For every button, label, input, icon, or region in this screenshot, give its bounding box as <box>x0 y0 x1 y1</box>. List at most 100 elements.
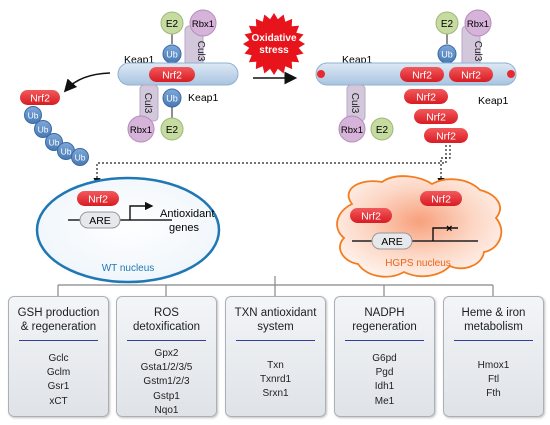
gene-item: Fth <box>486 388 501 400</box>
category-title: GSH production & regeneration <box>17 307 100 333</box>
nrf2-hgps-left <box>350 208 392 223</box>
category-title: NADPH regeneration <box>352 307 417 333</box>
ub-label-top: Ub <box>166 50 178 60</box>
gene-item: Gstm1/2/3 <box>143 376 190 388</box>
rbx1-label-right-bottom: Rbx1 <box>341 125 363 136</box>
keap1-label-bottom: Keap1 <box>188 92 219 104</box>
cul3-top-label: Cul3 <box>195 41 206 62</box>
free-nrf2-3-label: Nrf2 <box>416 92 436 104</box>
nrf2-hgps-left-label: Nrf2 <box>361 211 381 223</box>
category-divider <box>127 340 206 341</box>
gene-item: Nqo1 <box>154 404 179 416</box>
ub-chain-4-label: Ub <box>61 147 72 157</box>
category-divider <box>454 340 533 341</box>
diagram-canvas: Cul3 E2 Rbx1 Ub Keap1 Nrf2 Cul3 Ub Keap1… <box>20 9 517 296</box>
wt-nucleus: Nrf2 ARE Antioxidant genes WT nucleus <box>35 176 221 284</box>
nrf2-ubiquitinated-label: Nrf2 <box>30 93 50 105</box>
category-box-txn: TXN antioxidant system Txn Txnrd1 Srxn1 <box>225 296 326 417</box>
hgps-nucleus: Nrf2 Nrf2 ARE × HGPS nucleus <box>336 175 503 278</box>
category-box-nadph: NADPH regeneration G6pd Pgd Idh1 Me1 <box>334 296 435 417</box>
are-box-hgps <box>371 232 413 250</box>
nrf2-in-complex-label: Nrf2 <box>162 70 182 82</box>
are-label-wt: ARE <box>89 215 111 227</box>
gene-item: Gstp1 <box>153 390 180 402</box>
category-title: Heme & iron metabolism <box>461 307 526 333</box>
translocation-path-wt <box>93 145 447 186</box>
wt-nucleus-label: WT nucleus <box>102 263 155 274</box>
e2-node-bottom <box>160 117 184 141</box>
hgps-nucleus-label: HGPS nucleus <box>385 258 451 269</box>
category-title: ROS detoxification <box>132 307 201 333</box>
keap1-complex-left: Cul3 E2 Rbx1 Ub Keap1 Nrf2 Cul3 Ub Keap1… <box>117 9 239 143</box>
category-divider <box>19 340 98 341</box>
rbx1-node-bottom <box>127 115 155 143</box>
ub-chain-3 <box>45 133 63 151</box>
gene-list: Gpx2 Gsta1/2/3/5 Gstm1/2/3 Gstp1 Nqo1 <box>117 347 216 418</box>
degradation-arrow <box>63 72 111 93</box>
translocation-path-hgps <box>437 145 451 186</box>
stress-starburst-icon <box>243 13 305 75</box>
keap1-complex-right: Cul3 E2 Rbx1 Ub Keap1 Cul3 Rbx1 E2 Keap1… <box>315 9 517 143</box>
nrf2-hgps-right-label: Nrf2 <box>431 194 451 206</box>
keap1-label-right-bottom: Keap1 <box>478 95 509 107</box>
blocked-x-icon: × <box>446 223 452 235</box>
free-nrf2-1-label: Nrf2 <box>412 70 432 82</box>
category-box-heme: Heme & iron metabolism Hmox1 Ftl Fth <box>443 296 544 417</box>
gene-item: Txnrd1 <box>259 374 292 386</box>
cul3-bottom-label-right: Cul3 <box>349 93 360 114</box>
antioxidant-genes-line1: Antioxidant <box>160 208 214 220</box>
oxidized-cys-right-icon <box>507 70 515 78</box>
rbx1-label-top: Rbx1 <box>192 19 214 30</box>
free-nrf2-1 <box>400 67 444 82</box>
category-connector <box>57 276 494 296</box>
e2-label-right: E2 <box>441 19 454 30</box>
gene-item: Gpx2 <box>154 348 179 359</box>
category-box-ros: ROS detoxification Gpx2 Gsta1/2/3/5 Gstm… <box>116 296 217 417</box>
gene-list: Hmox1 Ftl Fth <box>444 359 543 402</box>
rbx1-node-top <box>189 9 217 37</box>
rbx1-node-right-bottom <box>338 115 366 143</box>
transcription-start-arrow <box>129 201 154 220</box>
gene-item: Srxn1 <box>262 388 289 400</box>
are-box-wt <box>79 211 121 229</box>
ub-chain-1-label: Ub <box>28 111 39 121</box>
cul3-bottom-label: Cul3 <box>142 93 153 114</box>
e2-label-top: E2 <box>166 19 179 30</box>
gene-item: Gsta1/2/3/5 <box>140 362 193 374</box>
oxidative-stress-badge: Oxidative stress <box>243 13 305 75</box>
ub-chain-5 <box>71 148 89 166</box>
gene-item: Gclm <box>46 367 71 379</box>
category-divider <box>236 340 315 341</box>
free-nrf2-4-label: Nrf2 <box>426 112 446 124</box>
gene-item: Txn <box>267 360 284 371</box>
blocked-transcription-arrow <box>432 227 458 241</box>
ub-chain-5-label: Ub <box>75 153 86 163</box>
are-label-hgps: ARE <box>381 236 403 248</box>
gene-item: xCT <box>49 395 68 407</box>
free-nrf2-4 <box>414 109 458 124</box>
free-nrf2-5 <box>424 128 468 143</box>
rbx1-label-right: Rbx1 <box>467 19 489 30</box>
nrf2-ubiquitinated <box>20 90 60 105</box>
gene-item: G6pd <box>372 353 397 364</box>
e2-node-top <box>160 11 184 35</box>
gene-item: Idh1 <box>374 381 395 393</box>
gene-item: Me1 <box>374 395 395 407</box>
antioxidant-genes-line2: genes <box>169 222 199 234</box>
gene-list: Gclc Gclm Gsr1 xCT <box>9 352 108 409</box>
ubiquitinated-nrf2: Nrf2 Ub Ub Ub Ub Ub <box>20 90 89 166</box>
ub-chain-1 <box>24 106 42 124</box>
oxidized-cys-left-icon <box>317 70 325 78</box>
stress-line1: Oxidative <box>251 33 296 44</box>
nrf2-wt-label: Nrf2 <box>88 194 108 206</box>
category-box-gsh: GSH production & regeneration Gclc Gclm … <box>8 296 109 417</box>
e2-label-right-bottom: E2 <box>376 125 389 136</box>
stress-line2: stress <box>259 45 289 56</box>
e2-node-right <box>435 11 459 35</box>
nrf2-in-complex <box>149 67 195 82</box>
rbx1-label-bottom: Rbx1 <box>130 125 152 136</box>
free-nrf2-5-label: Nrf2 <box>436 131 456 143</box>
ub-label-right: Ub <box>441 50 453 60</box>
nrf2-hgps-right <box>420 191 462 206</box>
gene-item: Gclc <box>48 353 69 364</box>
